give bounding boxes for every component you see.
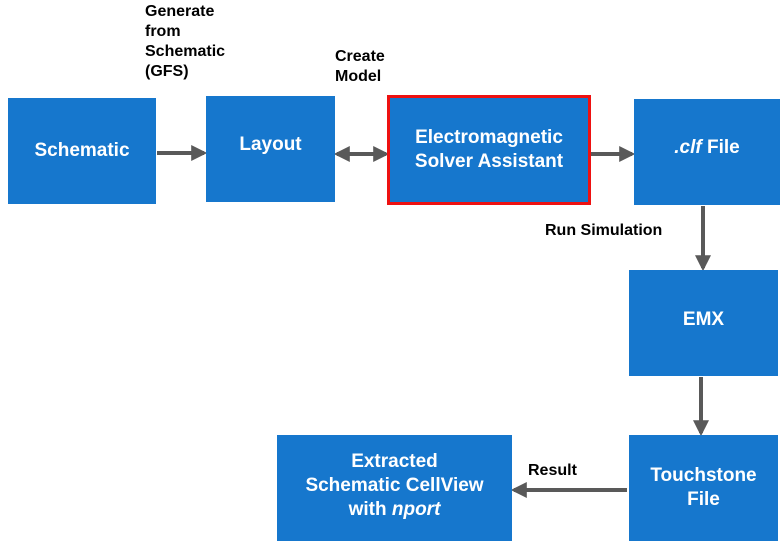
label-line: Schematic bbox=[145, 43, 226, 60]
node-label: Schematic bbox=[34, 140, 130, 161]
label-line: (GFS) bbox=[145, 63, 189, 80]
node-label: File bbox=[687, 489, 720, 510]
node-label: Schematic CellView bbox=[305, 475, 484, 496]
node-label: with nport bbox=[349, 498, 441, 522]
label-run-simulation: Run Simulation bbox=[545, 222, 663, 239]
node-extracted-schematic-cellview: Extracted Schematic CellView with nport bbox=[277, 435, 512, 541]
label-line: Generate bbox=[145, 3, 215, 20]
node-label: .clf File bbox=[674, 136, 739, 160]
node-label: Touchstone bbox=[650, 465, 757, 486]
label-result: Result bbox=[528, 462, 577, 479]
node-label: Extracted bbox=[351, 451, 438, 472]
node-em-solver-assistant: Electromagnetic Solver Assistant bbox=[387, 95, 591, 205]
node-emx: EMX bbox=[629, 270, 778, 376]
label-line: from bbox=[145, 23, 181, 40]
node-clf-file: .clf File bbox=[634, 99, 780, 205]
node-label: EMX bbox=[682, 309, 725, 330]
node-touchstone-file: Touchstone File bbox=[629, 435, 778, 541]
label-create-model: Create Model bbox=[335, 47, 385, 87]
label-line: Create bbox=[335, 48, 385, 65]
node-label-italic: nport bbox=[391, 499, 441, 520]
label-generate-from-schematic: Generate from Schematic (GFS) bbox=[145, 2, 225, 82]
node-label: Solver Assistant bbox=[414, 151, 564, 172]
node-layout: Layout bbox=[206, 96, 335, 202]
node-label-italic: .clf bbox=[674, 137, 702, 158]
node-label-suffix: File bbox=[701, 137, 740, 158]
node-label: Layout bbox=[239, 134, 302, 155]
node-label: Electromagnetic bbox=[415, 127, 563, 148]
label-line: Model bbox=[335, 68, 382, 85]
node-schematic: Schematic bbox=[8, 98, 156, 204]
node-label-prefix: with bbox=[348, 499, 392, 520]
